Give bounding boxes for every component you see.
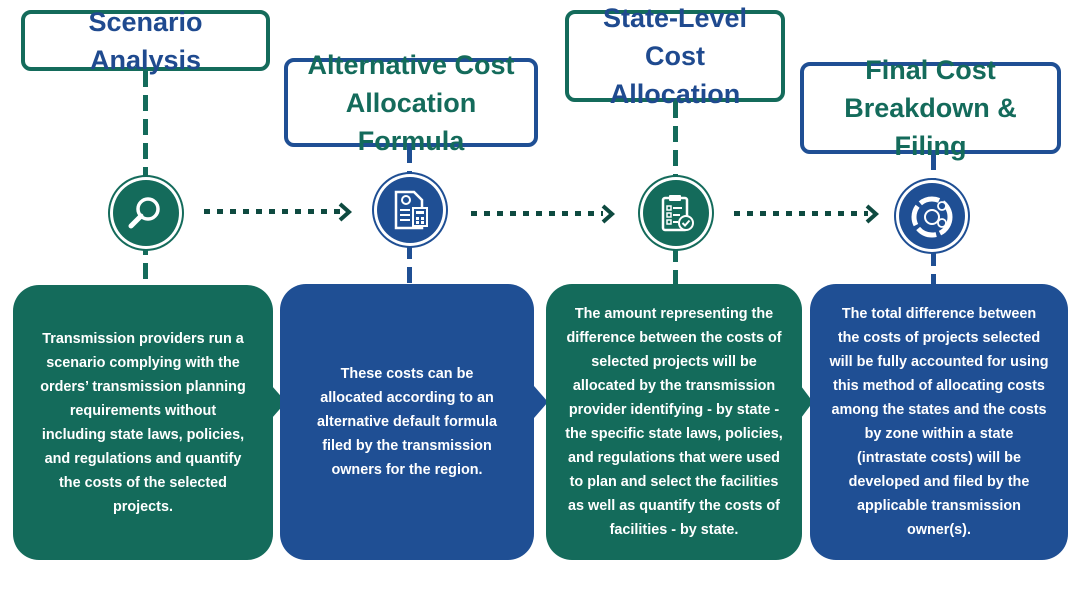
magnifying-glass-icon (113, 180, 179, 246)
step-1-title: Scenario Analysis (88, 6, 203, 75)
step-4-description-box: The total difference between the costs o… (810, 284, 1068, 560)
arrow-3-to-4-dots (734, 211, 868, 216)
step-4-title: Final Cost Breakdown & Filing (844, 55, 1017, 161)
step-2-notch (534, 386, 548, 418)
step-4-description: The total difference between the costs o… (829, 306, 1049, 538)
step-2-title: Alternative Cost Allocation Formula (307, 49, 515, 156)
cost-pie-chart-icon (899, 183, 965, 249)
step-1-title-box: Scenario Analysis (21, 7, 270, 75)
step-2-title-box: Alternative Cost Allocation Formula (284, 50, 538, 156)
step-3-title-box: State-Level Cost Allocation (565, 3, 785, 109)
arrow-2-to-3-dots (471, 211, 603, 216)
step-4-title-box: Final Cost Breakdown & Filing (800, 55, 1061, 161)
step-3-description-box: The amount representing the difference b… (546, 284, 802, 560)
checklist-clipboard-icon (643, 180, 709, 246)
connector-step-1 (143, 71, 148, 286)
arrow-2-to-3-head (601, 204, 616, 224)
step-1-description: Transmission providers run a scenario co… (40, 330, 246, 515)
step-2-description-box: These costs can be allocated according t… (280, 284, 534, 560)
arrow-1-to-2-dots (204, 209, 340, 214)
step-1-description-box: Transmission providers run a scenario co… (13, 285, 273, 560)
arrow-3-to-4-head (865, 204, 880, 224)
step-3-title: State-Level Cost Allocation (602, 3, 748, 109)
arrow-1-to-2-head (338, 202, 353, 222)
step-2-description: These costs can be allocated according t… (317, 366, 497, 478)
step-3-description: The amount representing the difference b… (565, 306, 783, 538)
cost-document-calculator-icon (377, 177, 443, 243)
